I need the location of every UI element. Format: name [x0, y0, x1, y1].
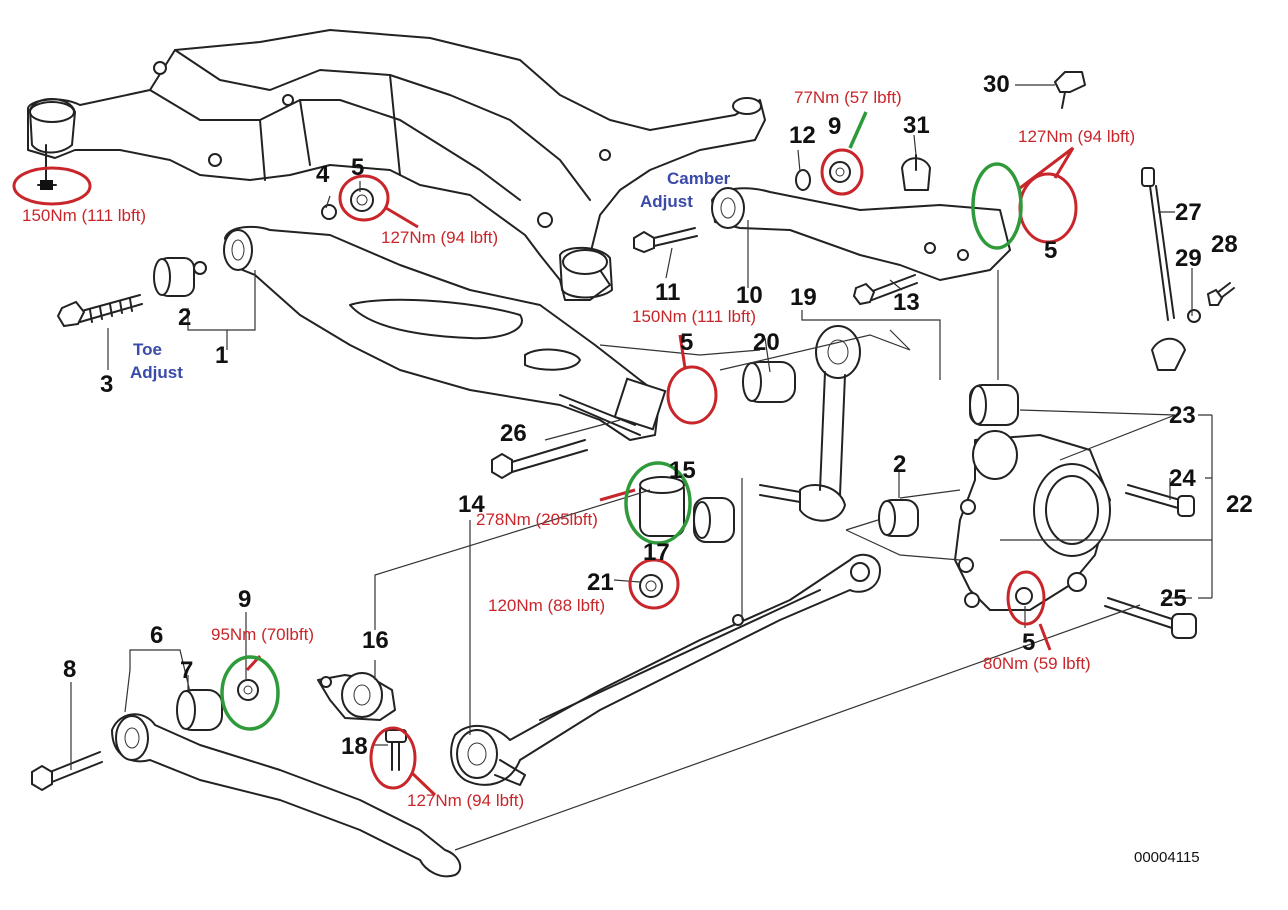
part-label-13: 13	[893, 289, 920, 316]
part-label-7: 7	[180, 657, 193, 684]
highlight-nut-5-lower	[666, 365, 718, 425]
part-label-5-c: 5	[680, 329, 693, 356]
part-label-19: 19	[790, 284, 817, 311]
lower-control-arm	[450, 553, 881, 786]
adjust-highlights	[220, 111, 1023, 731]
link-bracket	[317, 672, 407, 771]
part-label-9-b: 9	[238, 586, 251, 613]
torque-highlights	[12, 146, 1078, 797]
upper-link	[742, 325, 919, 537]
toe-adjust-line-2: Adjust	[130, 363, 183, 382]
toe-adjust-line-1: Toe	[133, 340, 162, 359]
part-label-30: 30	[983, 71, 1010, 98]
part-label-3: 3	[100, 371, 113, 398]
camber-arm	[633, 154, 1011, 306]
part-label-2-b: 2	[893, 451, 906, 478]
part-label-17: 17	[643, 539, 670, 566]
highlight-nut-21	[628, 558, 680, 610]
torque-nut-21: 120Nm (88 lbft)	[488, 596, 605, 615]
part-label-18: 18	[341, 733, 368, 760]
part-label-31: 31	[903, 112, 930, 139]
part-label-24: 24	[1169, 465, 1196, 492]
part-label-5-b: 5	[1044, 237, 1057, 264]
torque-hub-carrier-nut: 80Nm (59 lbft)	[983, 654, 1091, 673]
diagram-reference-code: 00004115	[1134, 849, 1200, 866]
part-label-28: 28	[1211, 231, 1238, 258]
part-label-26: 26	[500, 420, 527, 447]
part-label-9-a: 9	[828, 113, 841, 140]
part-label-10: 10	[736, 282, 763, 309]
part-label-23: 23	[1169, 402, 1196, 429]
part-label-8: 8	[63, 656, 76, 683]
part-label-5-a: 5	[351, 154, 364, 181]
highlight-camber-eccentric	[971, 162, 1023, 250]
torque-trailing-arm-nut: 127Nm (94 lbft)	[381, 228, 498, 247]
front-link	[31, 679, 462, 878]
leader-lines	[70, 84, 1213, 851]
highlight-nut-5-trailing-arm	[338, 174, 390, 222]
highlight-subframe-mount	[12, 166, 92, 206]
highlight-bolt-18	[369, 726, 417, 790]
part-number-labels: 1 2 2 3 4 5 5 5 5 6 7 8 9 9 10 11 12 13 …	[63, 71, 1253, 760]
part-label-16: 16	[362, 627, 389, 654]
rear-subframe	[27, 29, 766, 301]
camber-adjust-line-2: Adjust	[640, 192, 693, 211]
torque-front-link-nut: 95Nm (70lbft)	[211, 625, 314, 644]
part-label-5-d: 5	[1022, 629, 1035, 656]
highlight-nut-5-hub	[1006, 570, 1046, 626]
torque-camber-arm-nut: 77Nm (57 lbft)	[794, 88, 902, 107]
part-label-29: 29	[1175, 245, 1202, 272]
part-label-25: 25	[1160, 585, 1187, 612]
part-label-2-a: 2	[178, 304, 191, 331]
highlight-nut-9-front	[220, 655, 280, 731]
highlight-nut-9-camber	[820, 148, 864, 196]
part-label-12: 12	[789, 122, 816, 149]
highlight-center-bushing	[624, 461, 692, 545]
center-bushing	[639, 476, 735, 598]
part-label-1: 1	[215, 342, 228, 369]
stabilizer-link	[1054, 71, 1235, 371]
trailing-arm	[223, 225, 667, 441]
trailing-arm-bushing-hardware	[56, 188, 374, 328]
torque-labels: 150Nm (111 lbft) 127Nm (94 lbft) 77Nm (5…	[22, 88, 1135, 810]
torque-link-bolt-18: 127Nm (94 lbft)	[407, 791, 524, 810]
bolt-26	[491, 439, 588, 480]
part-label-14: 14	[458, 491, 485, 518]
adjust-labels: Toe Adjust Camber Adjust	[130, 169, 731, 382]
part-label-20: 20	[753, 329, 780, 356]
hub-carrier	[954, 384, 1197, 639]
torque-upper-link-nut: 127Nm (94 lbft)	[1018, 127, 1135, 146]
torque-center-bushing-bolt: 278Nm (205lbft)	[476, 510, 598, 529]
part-label-6: 6	[150, 622, 163, 649]
part-label-11: 11	[655, 279, 680, 306]
part-label-21: 21	[587, 569, 614, 596]
part-label-15: 15	[669, 457, 696, 484]
part-label-4: 4	[316, 161, 330, 188]
highlight-nut-5-upper	[1018, 172, 1078, 244]
part-label-22: 22	[1226, 491, 1253, 518]
torque-subframe-mount: 150Nm (111 lbft)	[22, 206, 146, 225]
part-label-27: 27	[1175, 199, 1202, 226]
torque-lower-link-nut: 150Nm (111 lbft)	[632, 307, 756, 326]
camber-adjust-line-1: Camber	[667, 169, 731, 188]
